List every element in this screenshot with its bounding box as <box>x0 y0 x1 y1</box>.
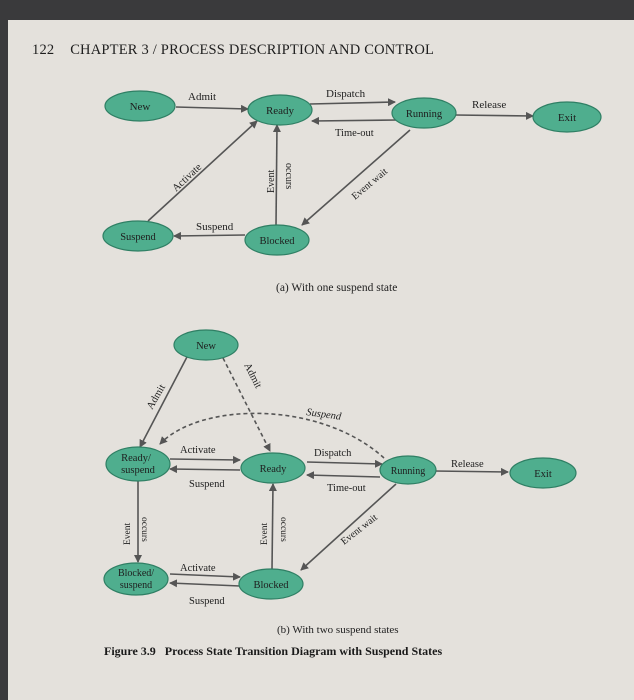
figure-caption: Figure 3.9 Process State Transition Diag… <box>104 644 442 659</box>
edge-a-activate <box>147 120 258 222</box>
label-b-ready: Ready <box>260 464 288 475</box>
edge-b-suspend-top <box>159 412 385 459</box>
edge-b-event-wait <box>300 483 397 571</box>
trans-a-event-occurs-2: occurs <box>283 163 294 189</box>
node-b-ready-suspend <box>105 446 171 482</box>
trans-b-event-occurs-left-1: Event <box>123 522 133 545</box>
node-a-ready <box>247 94 313 126</box>
trans-b-release: Release <box>451 459 484 470</box>
label-b-running: Running <box>391 466 425 477</box>
edge-a-event-occurs <box>272 124 281 227</box>
label-a-blocked: Blocked <box>260 236 296 247</box>
label-a-new: New <box>130 101 151 113</box>
caption-b: (b) With two suspend states <box>277 624 399 636</box>
edge-b-activate-top <box>169 455 241 464</box>
edge-b-dispatch <box>306 459 383 468</box>
figure-title: Process State Transition Diagram with Su… <box>164 644 443 658</box>
caption-a: (a) With one suspend state <box>276 282 398 294</box>
trans-b-suspend-bottom: Suspend <box>189 596 225 607</box>
trans-b-event-occurs-left-2: occurs <box>139 517 149 542</box>
trans-b-event-occurs-mid-2: occurs <box>278 517 288 542</box>
trans-a-event-occurs-1: Event <box>266 169 277 193</box>
label-a-running: Running <box>406 109 443 120</box>
label-b-blocked-suspend-1: Blocked/ <box>118 568 154 579</box>
node-a-exit <box>532 101 602 133</box>
trans-b-admit-left: Admit <box>145 383 168 412</box>
trans-b-suspend-mid: Suspend <box>189 479 225 490</box>
trans-a-suspend: Suspend <box>196 221 234 233</box>
node-a-running <box>391 97 457 129</box>
edge-b-activate-bottom <box>169 572 241 581</box>
node-b-running <box>379 455 437 485</box>
edge-a-release <box>454 111 534 120</box>
edge-b-suspend-bottom <box>169 579 241 588</box>
label-a-suspend: Suspend <box>120 232 156 243</box>
edge-a-dispatch <box>309 98 396 107</box>
node-b-exit <box>509 457 577 489</box>
edge-b-suspend-mid <box>169 465 241 474</box>
label-b-ready-suspend-2: suspend <box>121 465 156 476</box>
edge-b-admit-left <box>139 354 189 448</box>
edge-b-timeout <box>306 471 381 480</box>
trans-b-event-occurs-mid-1: Event <box>260 522 270 545</box>
edge-a-event-wait <box>301 129 411 226</box>
label-a-exit: Exit <box>558 112 576 124</box>
node-b-blocked <box>238 568 304 600</box>
trans-a-event-wait: Event wait <box>350 166 390 202</box>
trans-b-activate-top: Activate <box>180 445 216 456</box>
trans-b-activate-bottom: Activate <box>180 563 216 574</box>
label-b-ready-suspend-1: Ready/ <box>121 453 151 464</box>
trans-a-timeout: Time-out <box>335 128 374 139</box>
node-a-blocked <box>244 224 310 256</box>
page-number: 122 <box>32 42 55 58</box>
edge-a-timeout <box>311 116 398 125</box>
trans-a-activate: Activate <box>171 162 205 195</box>
edge-b-admit-right <box>222 357 271 452</box>
trans-b-admit-right: Admit <box>241 361 263 390</box>
figure-label: Figure 3.9 <box>104 644 156 658</box>
label-b-blocked: Blocked <box>254 580 290 591</box>
trans-a-release: Release <box>472 99 506 111</box>
label-b-blocked-suspend-2: suspend <box>120 580 152 591</box>
trans-b-suspend-top: Suspend <box>306 407 343 423</box>
chapter-title: CHAPTER 3 / PROCESS DESCRIPTION AND CONT… <box>70 42 435 58</box>
label-a-ready: Ready <box>266 105 295 117</box>
node-a-suspend <box>102 220 174 252</box>
edge-a-admit <box>175 104 249 113</box>
edge-a-suspend <box>173 231 246 240</box>
trans-a-dispatch: Dispatch <box>326 88 366 100</box>
node-b-blocked-suspend <box>103 562 169 596</box>
node-a-new <box>104 90 176 122</box>
edge-b-event-occurs-mid <box>268 483 277 571</box>
label-b-new: New <box>196 341 216 352</box>
trans-a-admit: Admit <box>188 91 216 103</box>
label-b-exit: Exit <box>534 469 552 480</box>
node-b-new <box>173 329 239 361</box>
trans-b-dispatch: Dispatch <box>314 448 352 459</box>
trans-b-timeout: Time-out <box>327 483 366 494</box>
edge-b-release <box>433 467 509 476</box>
page-header: 122 CHAPTER 3 / PROCESS DESCRIPTION AND … <box>32 42 434 59</box>
node-b-ready <box>240 452 306 484</box>
